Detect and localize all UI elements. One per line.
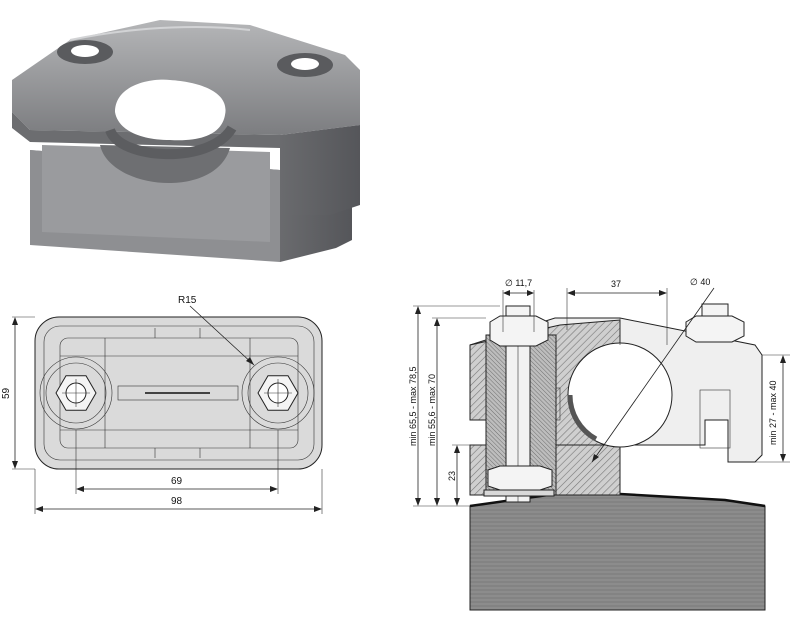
photo-bolt-hole-left-inner: [71, 45, 99, 57]
photo-cable-hole: [115, 79, 226, 141]
dim-total-arrow-bottom: [415, 498, 421, 506]
section-lower-mid: [554, 444, 621, 496]
r15-leader: [189, 305, 255, 366]
label-bolt-diameter: ∅ 11,7: [505, 278, 532, 288]
dim-inner-arrow-top: [434, 318, 440, 326]
dim-cable-range-arrow-top: [780, 355, 786, 363]
label-37: 37: [611, 279, 621, 289]
label-r15: R15: [178, 295, 197, 306]
top-view-washer-left-inner: [45, 362, 107, 424]
label-cable-range: min 27 - max 40: [768, 380, 778, 445]
label-inner-height: min 55,6 - max 70: [427, 374, 437, 446]
r15-arrow: [246, 357, 254, 365]
top-view-washer-left: [39, 356, 113, 430]
section-view-drawing: ∅ 11,7 37 ∅ 40 min 65,5 - max 78,5 min 5…: [408, 277, 790, 611]
bolt-bottom-nut: [487, 465, 553, 491]
top-view-drawing: R15 59 69 98: [1, 295, 323, 514]
section-right-slot: [699, 389, 731, 449]
dim-98-arrow-left: [35, 506, 43, 512]
label-base-height: 23: [447, 471, 457, 481]
label-cable-diameter: ∅ 40: [690, 277, 710, 287]
dim-69-arrow-left: [76, 486, 84, 492]
dim-inner-arrow-bottom: [434, 498, 440, 506]
dim-bolt-arrow-left: [503, 290, 510, 296]
cable-leader-arrow: [592, 454, 599, 462]
dim-total-arrow-top: [415, 306, 421, 314]
mounting-base: [469, 493, 766, 611]
dim-59-arrow-top: [12, 317, 18, 325]
top-view-slot: [117, 385, 239, 401]
bolt-washer: [483, 489, 555, 497]
dim-23-arrow-top: [454, 445, 460, 453]
photo-upper-side: [280, 125, 360, 215]
product-photo: [12, 20, 360, 262]
dim-bolt-arrow-right: [527, 290, 534, 296]
label-98: 98: [171, 496, 183, 507]
top-view-washer-right: [241, 356, 315, 430]
photo-cradle-rim: [105, 124, 237, 160]
dim-37-arrow-left: [567, 290, 575, 296]
dim-cable-range-arrow-bottom: [780, 454, 786, 462]
dim-69-arrow-right: [270, 486, 278, 492]
label-69: 69: [171, 476, 183, 487]
right-bolt-stud: [701, 303, 729, 317]
bolt-top-nut: [489, 315, 549, 347]
dim-59-arrow-bottom: [12, 461, 18, 469]
dim-98-arrow-right: [314, 506, 322, 512]
cable-hatch-arc: [567, 394, 598, 442]
dim-37-arrow-right: [659, 290, 667, 296]
label-59: 59: [1, 387, 12, 399]
label-total-height: min 65,5 - max 78,5: [408, 366, 418, 446]
photo-bolt-hole-right-inner: [291, 58, 319, 70]
bolt-top-stud: [505, 305, 531, 317]
cable-leader: [591, 287, 715, 463]
top-view-washer-right-inner: [247, 362, 309, 424]
photo-top-ridge: [69, 26, 251, 41]
right-bolt-nut: [685, 315, 745, 343]
dim-23-arrow-bottom: [454, 498, 460, 506]
photo-seam: [12, 112, 280, 148]
